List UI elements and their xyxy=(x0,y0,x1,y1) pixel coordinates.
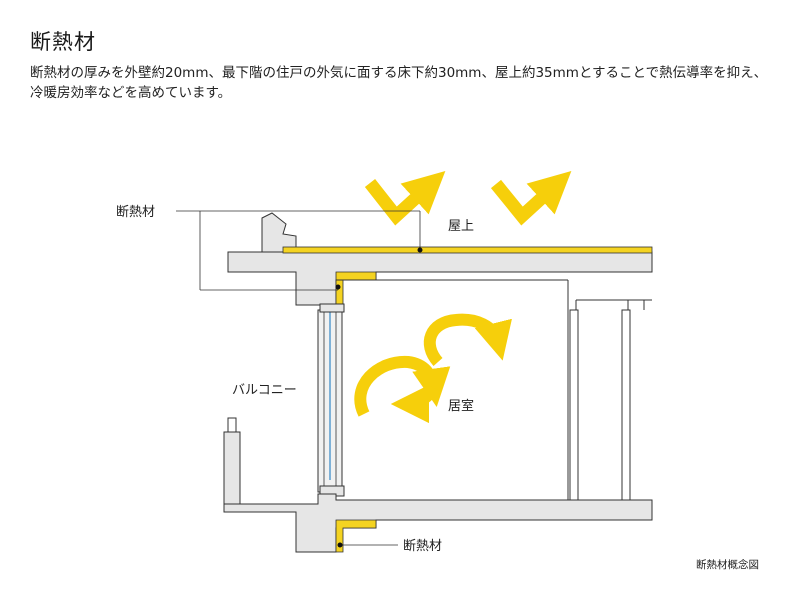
sunlight-arrow-left xyxy=(364,170,446,226)
sunlight-arrow-right xyxy=(490,170,572,226)
label-balcony: バルコニー xyxy=(232,383,297,398)
window-sash xyxy=(317,303,345,497)
insulation-top-leader xyxy=(176,210,423,291)
label-insulation-top: 断熱材 xyxy=(116,205,155,220)
page-description: 断熱材の厚みを外壁約20mm、最下階の住戸の外気に面する床下約30mm、屋上約3… xyxy=(30,65,768,101)
page-title: 断熱材 xyxy=(30,30,96,54)
balcony xyxy=(223,417,301,513)
label-room: 居室 xyxy=(448,398,474,414)
figure-caption: 断熱材概念図 xyxy=(696,558,759,571)
insulation-bottom-leader xyxy=(337,542,398,548)
airflow-arrow-upper xyxy=(423,313,512,366)
airflow-arrow-lower xyxy=(354,355,451,417)
roof-slab-underside-insulation xyxy=(335,271,377,306)
label-insulation-bottom: 断熱材 xyxy=(403,539,442,554)
roof-slab xyxy=(227,251,653,306)
label-roof: 屋上 xyxy=(448,219,474,234)
partition-walls xyxy=(567,280,652,503)
airflow-arrow-lower-tip xyxy=(390,384,440,424)
roof-insulation xyxy=(282,246,653,254)
floor-insulation xyxy=(335,519,377,553)
